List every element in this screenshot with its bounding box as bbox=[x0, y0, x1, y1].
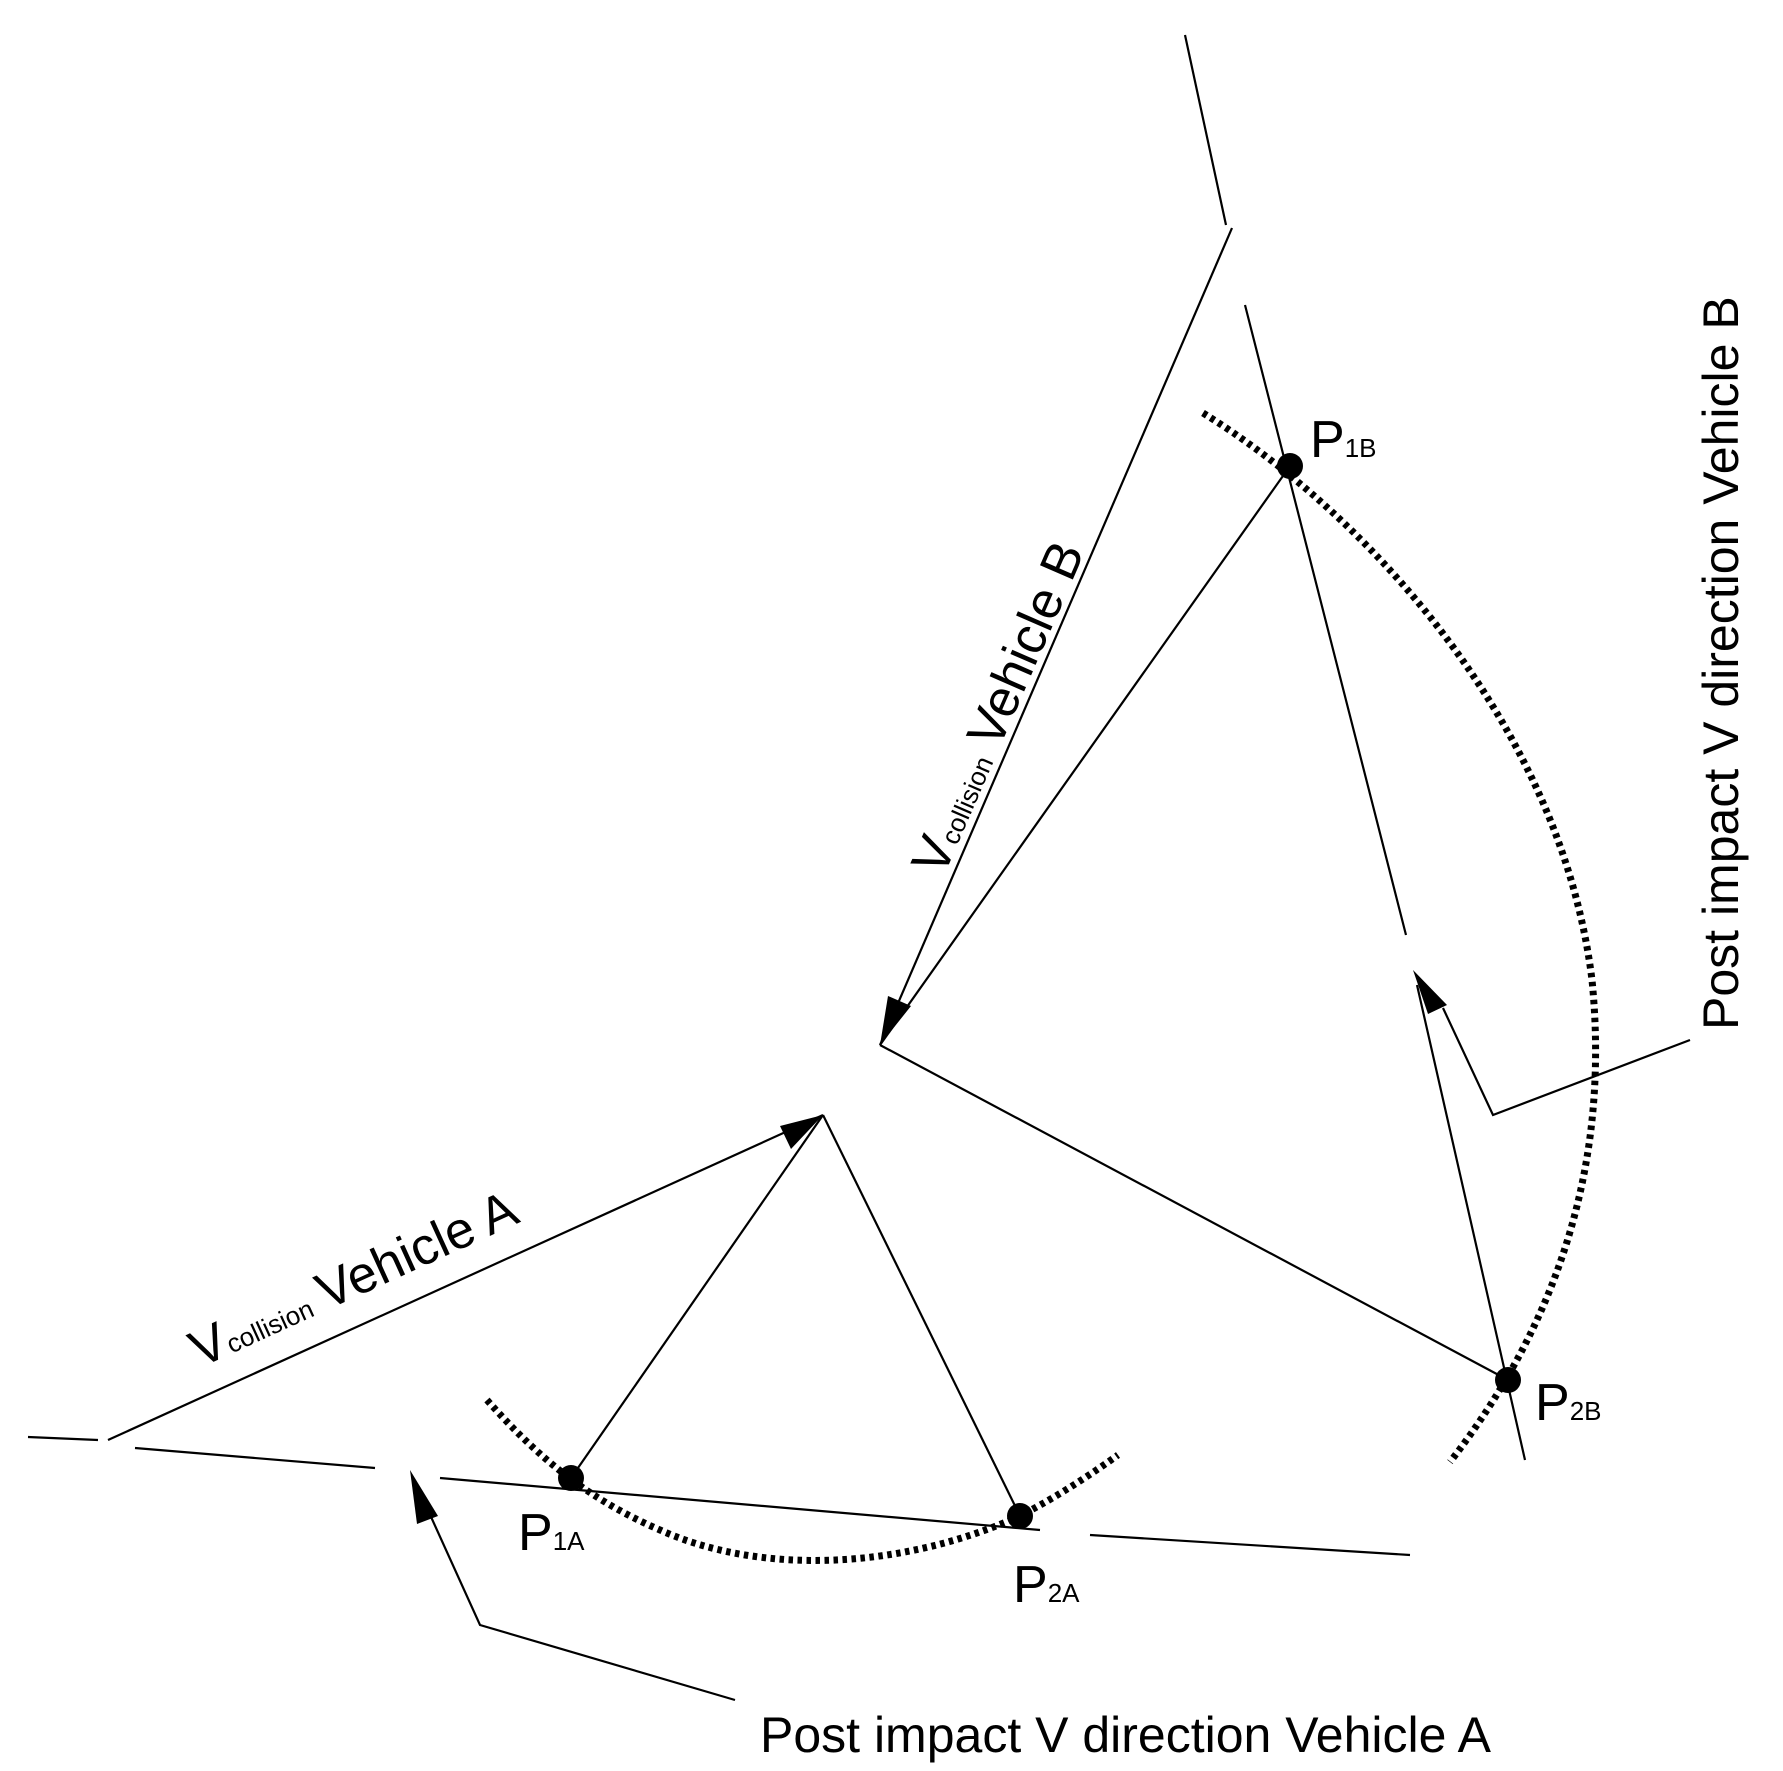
collision-label-a: VcollisionVehicle A bbox=[181, 1180, 527, 1379]
post-impact-label-a: Post impact V direction Vehicle A bbox=[760, 1707, 1492, 1763]
post-impact-line-b bbox=[1183, 34, 1527, 1461]
point-p2a-marker bbox=[1007, 1503, 1033, 1529]
arrowhead-a bbox=[780, 1115, 823, 1149]
collision-velocity-arrow-a bbox=[107, 1113, 824, 1442]
point-p1a-marker bbox=[558, 1465, 584, 1491]
post-impact-leader-a bbox=[425, 1507, 736, 1702]
collision-label-b: VcollisionVehicle B bbox=[901, 533, 1096, 883]
point-label-p2a: P2A bbox=[1013, 1556, 1080, 1614]
arrowhead-leader-b bbox=[1413, 970, 1447, 1014]
post-impact-line-a bbox=[27, 1435, 1411, 1557]
triangle-a-side-1 bbox=[570, 1114, 824, 1479]
arrowhead-leader-a bbox=[410, 1470, 438, 1524]
post-impact-label-b: Post impact V direction Vehicle B bbox=[1693, 296, 1749, 1030]
collision-velocity-arrow-b bbox=[878, 227, 1234, 1046]
point-label-p1a: P1A bbox=[518, 1504, 585, 1562]
point-label-p2b: P2B bbox=[1535, 1374, 1602, 1432]
point-label-p1b: P1B bbox=[1310, 411, 1377, 469]
post-impact-leader-b bbox=[1442, 1007, 1691, 1117]
triangle-b-side-2 bbox=[879, 1044, 1509, 1381]
triangle-a-side-2 bbox=[822, 1114, 1021, 1517]
point-p1b-marker bbox=[1277, 453, 1303, 479]
triangle-b-side-1 bbox=[879, 465, 1291, 1046]
point-p2b-marker bbox=[1495, 1367, 1521, 1393]
arc-b bbox=[1201, 410, 1600, 1465]
